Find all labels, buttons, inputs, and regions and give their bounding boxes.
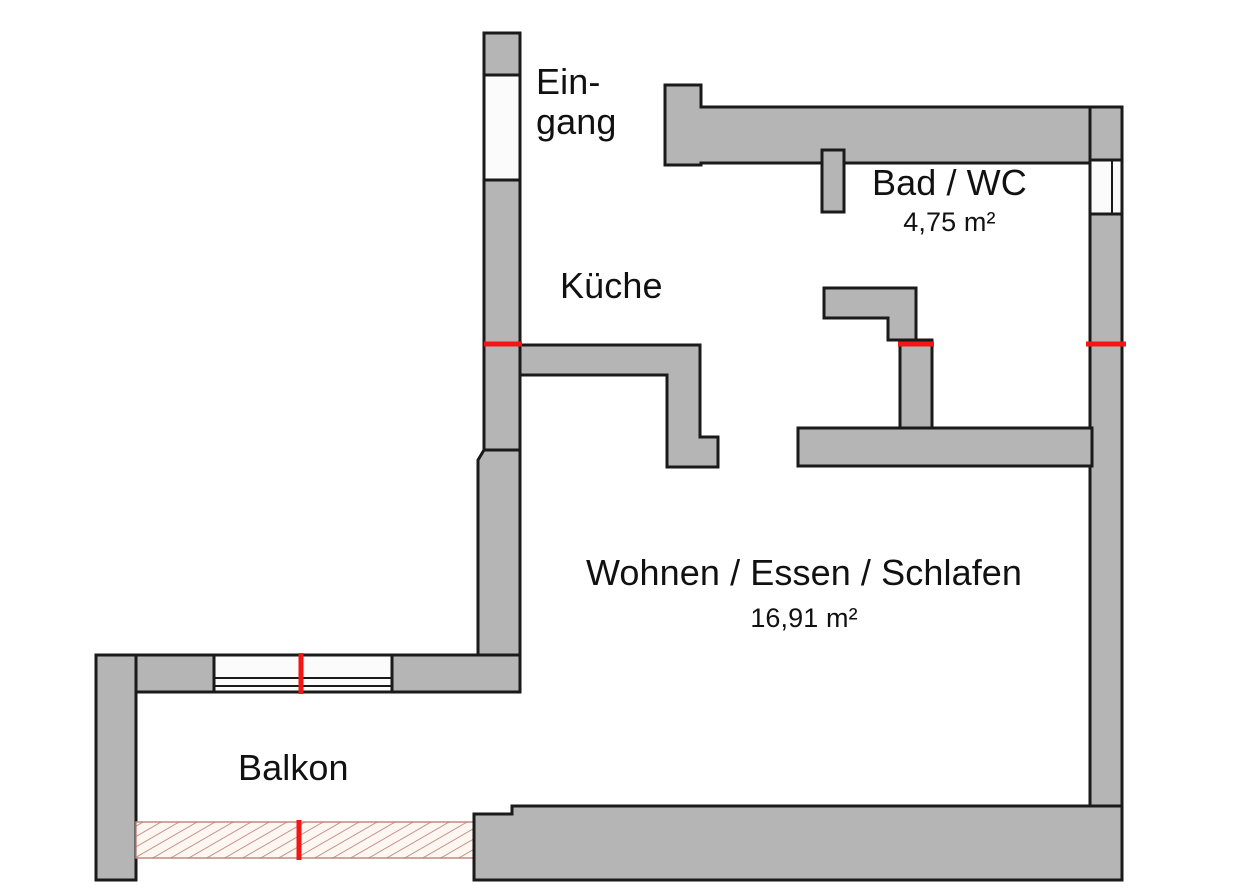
room-name-wohnen-essen-schlafen: Wohnen / Essen / Schlafen bbox=[585, 552, 1023, 593]
room-label-balkon: Balkon bbox=[238, 747, 349, 788]
wall-top-hallway bbox=[663, 83, 1124, 167]
room-name-balkon: Balkon bbox=[238, 747, 349, 788]
wall-right-main bbox=[1088, 212, 1124, 882]
room-label-eingang: Ein- gang bbox=[536, 61, 617, 143]
wall-left-main bbox=[482, 178, 522, 347]
room-name-bad-wc: Bad / WC bbox=[872, 162, 1027, 203]
wall-right-above-window bbox=[1088, 105, 1124, 164]
room-name-eingang-line1: Ein- bbox=[536, 61, 601, 102]
room-area-wohnen-essen-schlafen: 16,91 m² bbox=[750, 603, 858, 634]
wall-balcony-left bbox=[94, 653, 138, 882]
wall-living-bottom bbox=[472, 804, 1124, 882]
bath-window-opening bbox=[1088, 158, 1124, 218]
entrance-door-opening bbox=[482, 73, 522, 182]
room-label-kueche: Küche bbox=[560, 265, 663, 306]
wall-left-top-stub bbox=[482, 31, 522, 77]
wall-bath-stepped-partition bbox=[822, 286, 918, 342]
balcony-railing-hatch bbox=[136, 822, 484, 858]
wall-bath-bottom bbox=[796, 426, 1094, 468]
room-name-eingang-line2: gang bbox=[536, 101, 617, 143]
wall-bath-vertical-partition bbox=[898, 338, 934, 442]
room-label-bad-wc: Bad / WC 4,75 m² bbox=[872, 162, 1027, 238]
room-label-wohnen-essen-schlafen: Wohnen / Essen / Schlafen 16,91 m² bbox=[548, 552, 1060, 634]
room-area-bad-wc: 4,75 m² bbox=[903, 207, 996, 238]
room-name-kueche: Küche bbox=[560, 265, 663, 306]
wall-balcony-top-right bbox=[390, 653, 522, 694]
wall-bath-door-jamb bbox=[820, 148, 846, 214]
